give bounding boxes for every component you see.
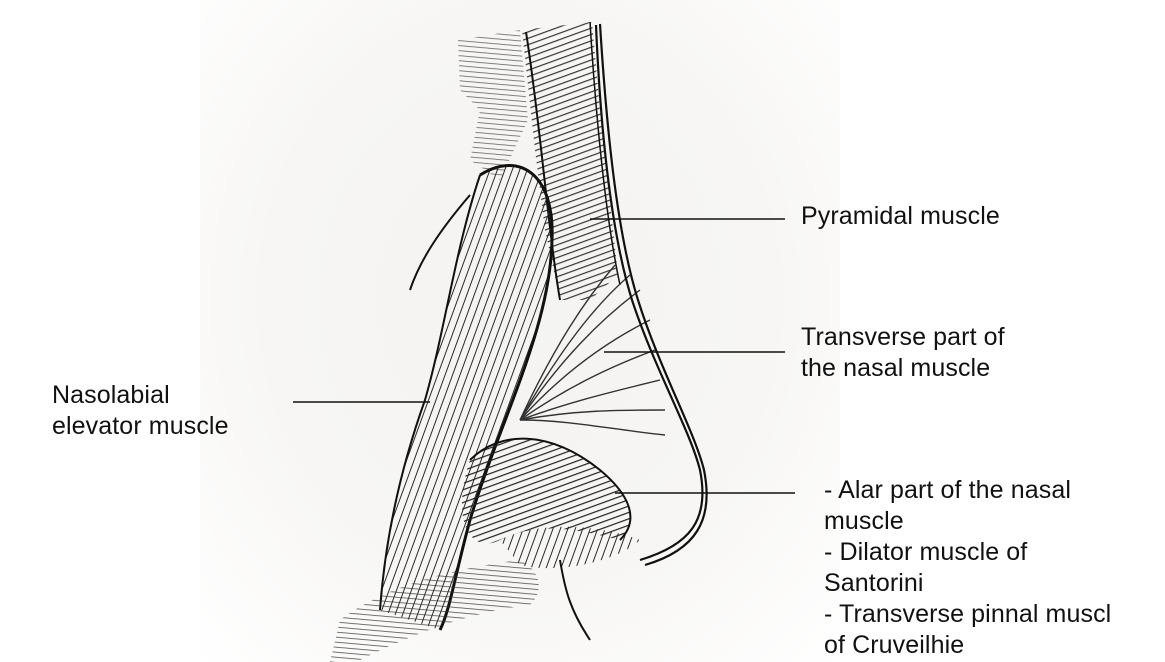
lip-fibers xyxy=(330,560,590,662)
label-nasolabial-elevator-muscle: Nasolabial elevator muscle xyxy=(52,380,229,442)
alar-muscle-shape xyxy=(462,439,640,569)
label-transverse-nasal-muscle: Transverse part of the nasal muscle xyxy=(801,322,1005,384)
label-pyramidal-muscle: Pyramidal muscle xyxy=(801,201,1000,232)
label-alar-muscle-group: - Alar part of the nasal muscle - Dilato… xyxy=(824,475,1111,661)
forehead-skin-shading xyxy=(458,30,528,180)
